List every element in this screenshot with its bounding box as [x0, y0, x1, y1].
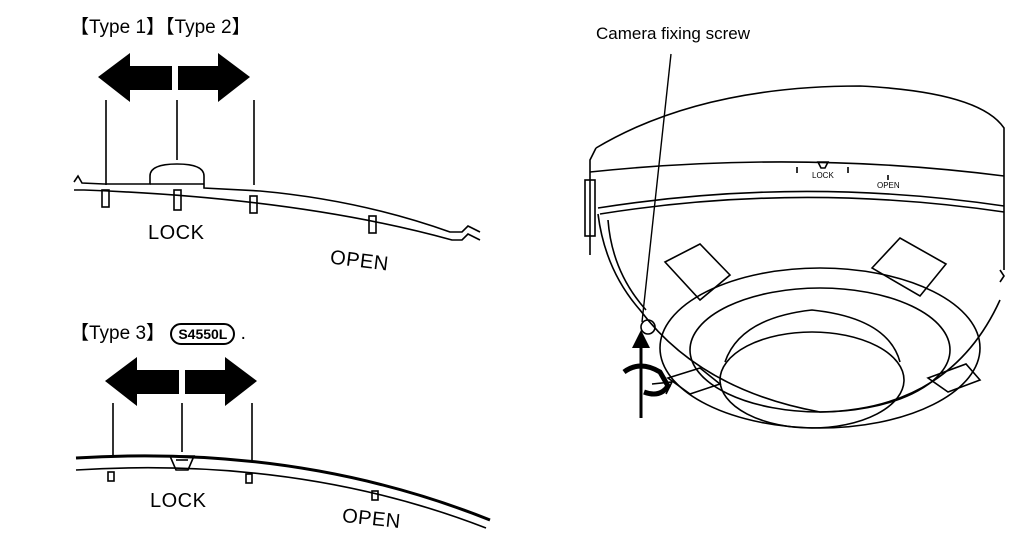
type12-cover-edge: [73, 163, 481, 233]
camera-lock-mark: LOCK: [812, 171, 834, 180]
rotate-arrow: [622, 363, 671, 397]
screw-callout-line: [641, 53, 672, 323]
type3-suffix: .: [240, 323, 246, 344]
fixing-screw: [640, 319, 656, 335]
type3-heading-row: 【Type 3】 S4550L .: [70, 318, 246, 345]
camera-housing-top: [595, 85, 1005, 270]
push-up-arrow: [632, 330, 650, 348]
camera-open-mark: OPEN: [877, 181, 900, 190]
type3-right-arrow: [185, 357, 257, 406]
screw-label: Camera fixing screw: [596, 24, 750, 43]
type12-lock-label: LOCK: [148, 222, 205, 244]
type12-right-arrow: [178, 53, 250, 102]
camera-lens: [719, 331, 905, 429]
type3-heading: 【Type 3】: [70, 323, 166, 344]
type12-left-arrow: [98, 53, 172, 102]
type3-lock-label: LOCK: [150, 490, 207, 512]
type3-diagram: [75, 357, 491, 529]
type3-left-arrow: [105, 357, 179, 406]
model-badge: S4550L: [170, 322, 236, 345]
type3-rim-outer: [75, 454, 491, 522]
type12-diagram: [73, 53, 481, 241]
type12-heading: 【Type 1】【Type 2】: [70, 17, 251, 38]
camera-dome: [584, 53, 1005, 429]
